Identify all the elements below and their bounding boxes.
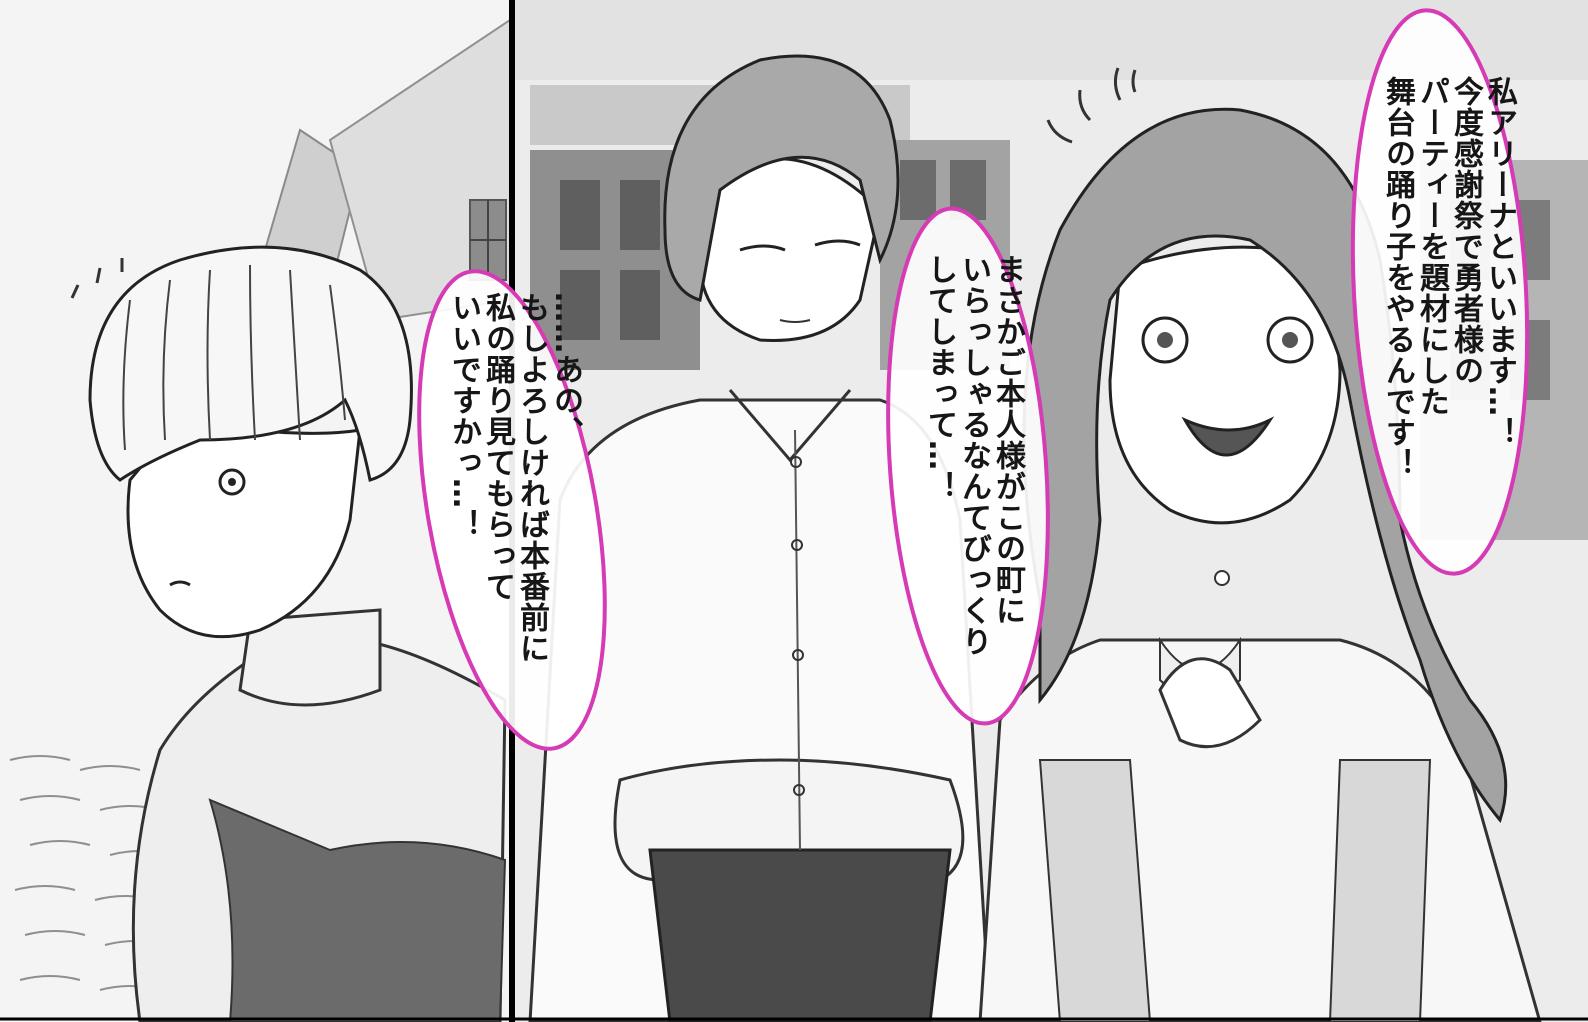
- speech-line: いらっしゃるなんてびっくり: [956, 254, 991, 657]
- speech-line: 私の踊り見てもらって: [480, 292, 515, 602]
- speech-line: 舞台の踊り子をやるんです！: [1380, 76, 1415, 479]
- speech-bubble-1: [1350, 8, 1530, 576]
- speech-line: ……あの、: [548, 292, 583, 447]
- speech-line: パーティーを題材にした: [1414, 76, 1449, 417]
- speech-line: 今度感謝祭で勇者様の: [1448, 76, 1483, 386]
- middle-character: [528, 54, 992, 1022]
- speech-bubble-1-text: 私アリーナといいます…！ 今度感謝祭で勇者様の パーティーを題材にした 舞台の踊…: [1380, 76, 1517, 496]
- speech-bubble-3-text: ……あの、 もしよろしければ本番前に 私の踊り見てもらって いいですかっ…！: [446, 292, 583, 692]
- speech-line: してしまって…！: [922, 254, 957, 502]
- speech-line: いいですかっ…！: [446, 292, 481, 540]
- speech-line: もしよろしければ本番前に: [514, 292, 549, 664]
- right-character: [978, 67, 1542, 1022]
- left-character: [70, 245, 507, 1022]
- speech-bubble-2-text: まさかご本人様がこの町に いらっしゃるなんてびっくり してしまって…！: [922, 254, 1025, 657]
- speech-bubble-3: [417, 269, 607, 751]
- speech-bubble-2: [886, 206, 1050, 726]
- speech-line: 私アリーナといいます…！: [1482, 76, 1517, 448]
- speech-line: まさかご本人様がこの町に: [990, 254, 1025, 626]
